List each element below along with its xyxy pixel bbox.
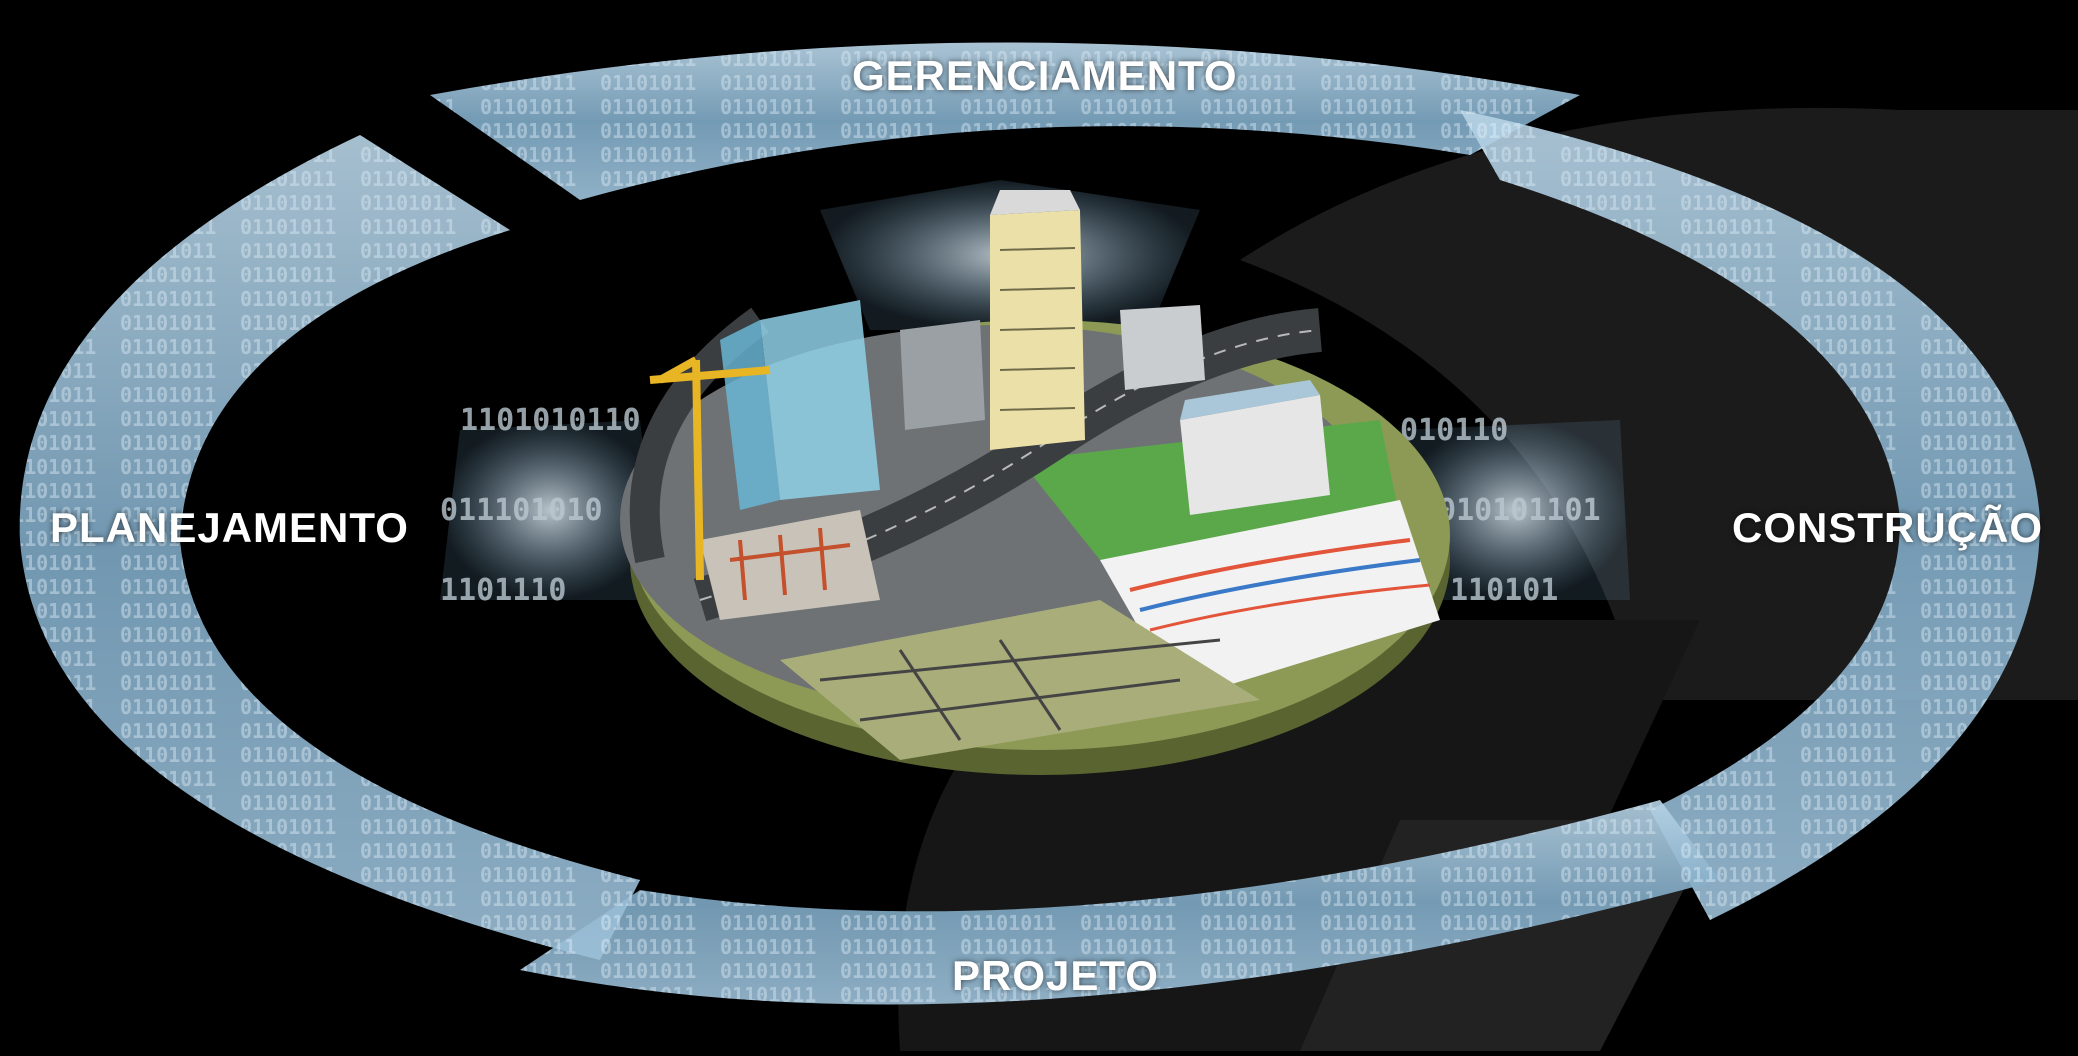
phase-label-planejamento: PLANEJAMENTO: [50, 504, 409, 551]
svg-text:010110: 010110: [1400, 413, 1508, 448]
binary-halo: 1101010110 011101010 1101110 010110 1010…: [440, 180, 1630, 608]
svg-text:110101: 110101: [1450, 573, 1558, 608]
svg-text:1010101101: 1010101101: [1420, 493, 1601, 528]
svg-text:1101010110: 1101010110: [460, 403, 641, 438]
svg-text:1101110: 1101110: [440, 573, 566, 608]
phase-label-construcao: CONSTRUÇÃO: [1732, 504, 2043, 551]
svg-text:011101010: 011101010: [440, 493, 603, 528]
lifecycle-ring: [19, 42, 2040, 1005]
phase-label-gerenciamento: GERENCIAMENTO: [852, 52, 1238, 99]
city-illustration: [620, 190, 1450, 775]
phase-label-projeto: PROJETO: [952, 952, 1159, 999]
crane: [649, 356, 771, 581]
